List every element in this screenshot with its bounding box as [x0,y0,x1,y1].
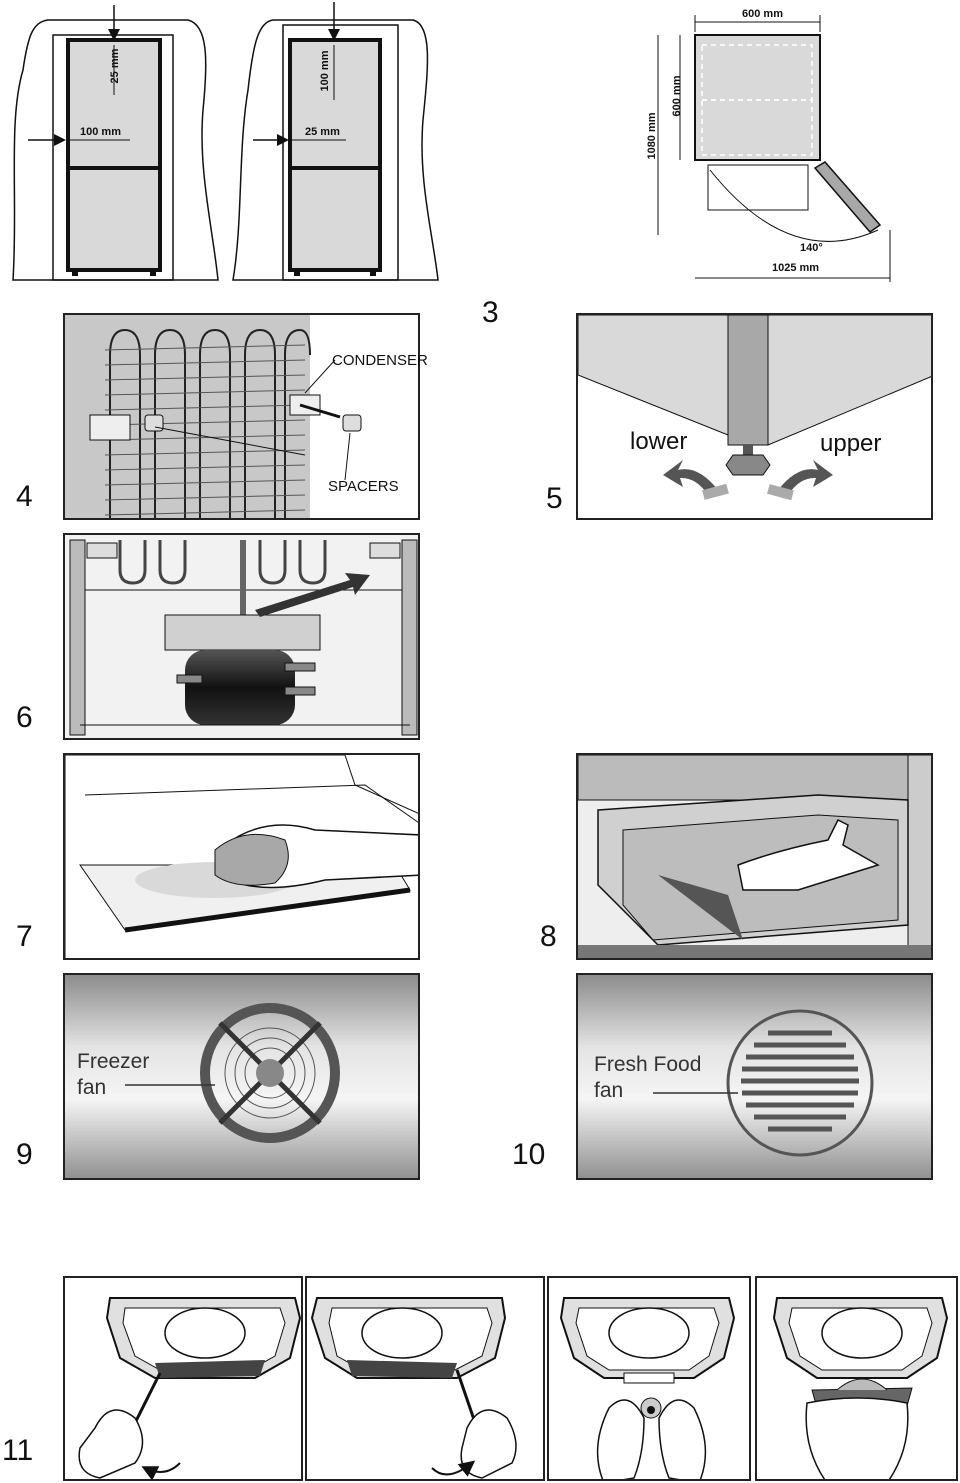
figure-9-freezer-fan [63,973,420,1180]
figure-11-step-4 [755,1276,958,1481]
figure-4-condenser [63,313,420,520]
freezer-fan-label-line1: Freezer [77,1050,150,1073]
figure-11-step-3 [547,1276,751,1481]
dim-width-label: 600 mm [742,8,783,20]
dim-angle-label: 140° [800,242,823,254]
fresh-food-fan-label-line2: fan [594,1079,624,1102]
dim-door-span-label: 1025 mm [772,262,820,274]
condenser-label: CONDENSER [332,352,428,369]
spacers-label: SPACERS [328,478,399,495]
figure-8-drawer [576,753,933,960]
figure-number-3: 3 [482,296,499,329]
figure-5-adjustable-feet [576,313,933,520]
figure-number-4: 4 [16,480,33,513]
figure-3-clearance-right [228,0,443,285]
figure-number-9: 9 [16,1138,33,1171]
figure-11-step-2 [305,1276,545,1481]
figure-10-fresh-food-fan [576,973,933,1180]
clearance-top-label-right: 100 mm [319,50,331,92]
dim-depth-label: 600 mm [671,75,683,117]
figure-3-clearance-left [8,0,223,285]
figure-number-10: 10 [512,1138,546,1171]
clearance-side-label-right: 25 mm [305,126,340,138]
figure-11-step-1 [63,1276,303,1481]
figure-6-compressor [63,533,420,740]
clearance-top-label-left: 25 mm [109,48,121,84]
figure-number-8: 8 [540,920,557,953]
dim-height-label: 1080 mm [646,112,658,160]
upper-label: upper [820,430,882,457]
figure-number-11: 11 [2,1434,34,1467]
fresh-food-fan-label-line1: Fresh Food [594,1053,702,1076]
clearance-side-label-left: 100 mm [80,126,121,138]
figure-number-7: 7 [16,920,33,953]
lower-label: lower [630,428,688,455]
figure-3-top-view [640,0,900,285]
figure-number-5: 5 [546,482,563,515]
figure-number-6: 6 [16,701,33,734]
freezer-fan-label-line2: fan [77,1076,107,1099]
figure-7-cleaning [63,753,420,960]
